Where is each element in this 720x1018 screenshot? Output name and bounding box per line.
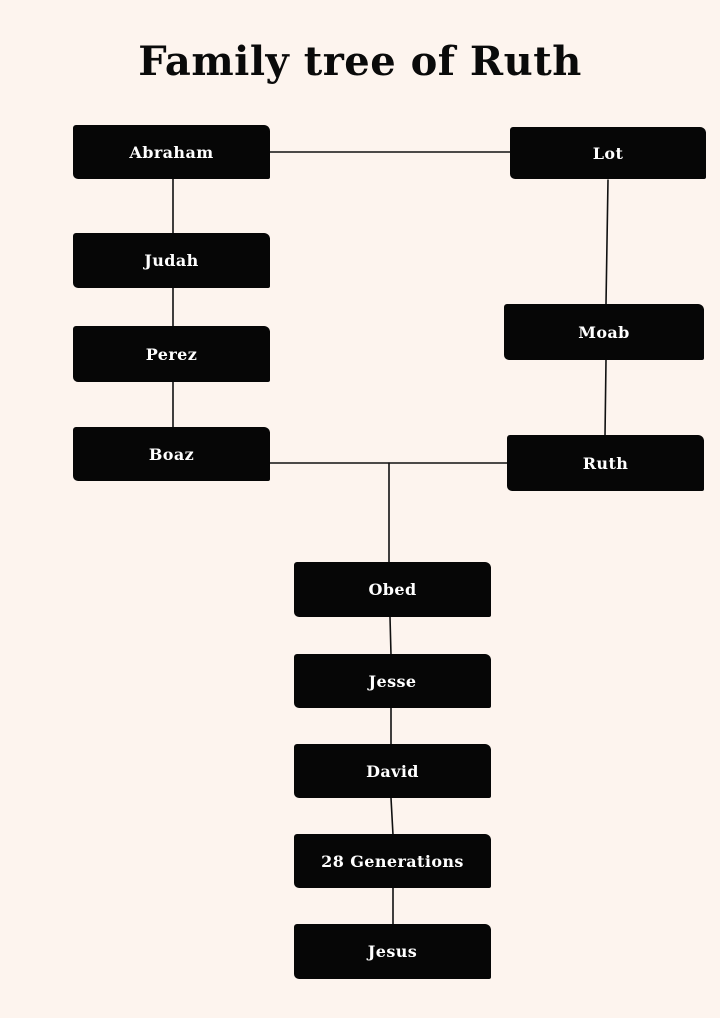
node-abraham: Abraham bbox=[73, 125, 270, 179]
node-label: Moab bbox=[578, 322, 630, 342]
node-moab: Moab bbox=[504, 304, 704, 360]
moab-ruth-connector bbox=[604, 359, 607, 437]
lot-moab-connector bbox=[605, 179, 609, 305]
node-label: Boaz bbox=[148, 444, 195, 464]
node-obed: Obed bbox=[294, 562, 491, 617]
obed-jesse-connector bbox=[389, 616, 392, 656]
node-judah: Judah bbox=[73, 233, 270, 288]
node-label: David bbox=[366, 761, 419, 781]
node-label: Lot bbox=[592, 143, 624, 163]
node-lot: Lot bbox=[510, 127, 706, 179]
node-jesus: Jesus bbox=[294, 924, 491, 979]
node-label: Obed bbox=[368, 580, 417, 599]
node-label: Ruth bbox=[582, 453, 629, 473]
node-boaz: Boaz bbox=[73, 427, 270, 481]
node-label: Jesus bbox=[367, 942, 418, 961]
node-label: Judah bbox=[144, 251, 199, 270]
node-label: Abraham bbox=[129, 142, 214, 162]
node-label: 28 Generations bbox=[321, 851, 464, 871]
node-ruth: Ruth bbox=[507, 435, 704, 491]
node-jesse: Jesse bbox=[294, 654, 491, 708]
node-28-generations: 28 Generations bbox=[294, 834, 491, 888]
node-label: Perez bbox=[145, 344, 198, 364]
node-david: David bbox=[294, 744, 491, 798]
david-generations-connector bbox=[390, 797, 394, 836]
diagram-title: Family tree of Ruth bbox=[138, 38, 582, 85]
node-label: Jesse bbox=[368, 671, 417, 691]
node-perez: Perez bbox=[73, 326, 270, 382]
